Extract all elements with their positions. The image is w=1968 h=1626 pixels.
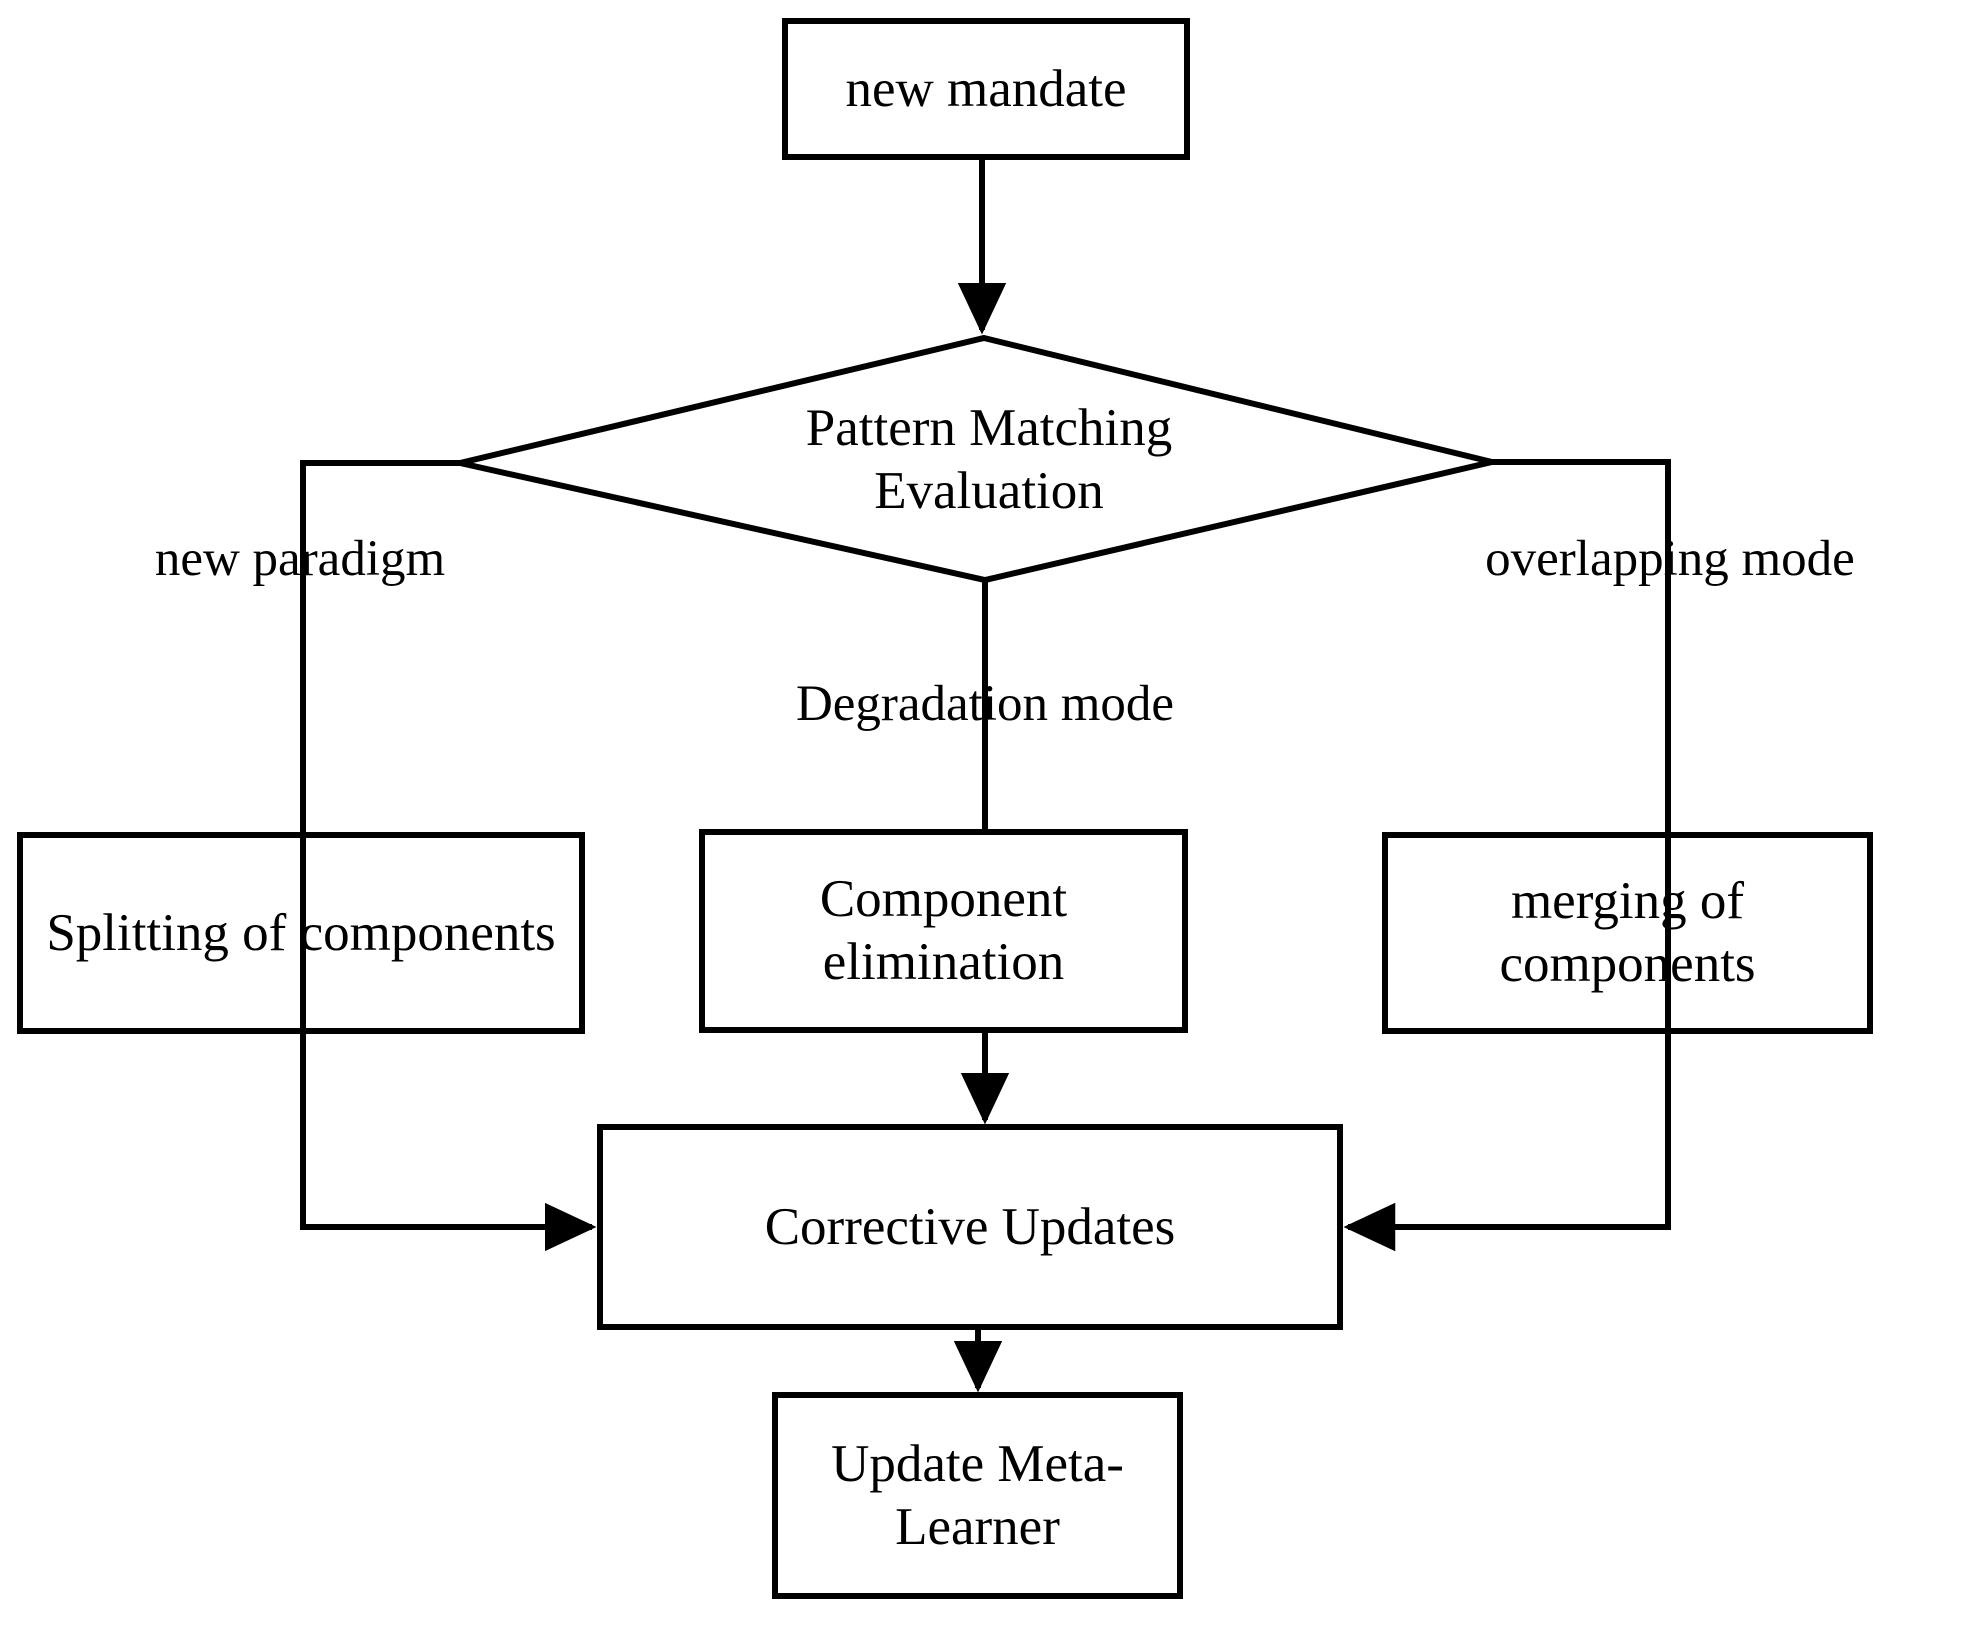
node-component-elimination-shape xyxy=(699,829,1188,1033)
edge-new-paradigm-to-splitting-to-corrective xyxy=(300,460,597,1252)
node-corrective-updates-shape xyxy=(597,1124,1343,1330)
node-update-meta-learner-shape xyxy=(772,1392,1183,1599)
edge-overlapping-mode-to-merging-to-corrective xyxy=(1343,459,1671,1252)
node-pattern-matching-shape xyxy=(459,334,1493,584)
node-new-mandate-shape xyxy=(782,18,1190,160)
node-merging-shape xyxy=(1382,832,1873,1034)
